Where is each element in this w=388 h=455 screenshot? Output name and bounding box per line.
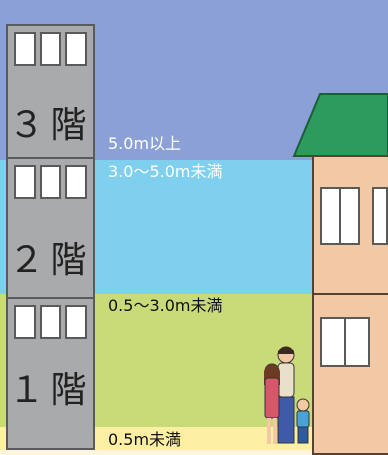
window: [65, 32, 88, 66]
window-row: [14, 32, 88, 66]
window: [14, 32, 36, 66]
window: [39, 32, 62, 66]
floor-3-label: ３階: [8, 105, 93, 146]
building-floor-3: ３階: [6, 24, 95, 157]
family-figures: [264, 346, 310, 444]
window: [39, 305, 62, 339]
window: [14, 305, 36, 339]
house-floor-divider: [312, 293, 388, 295]
window: [39, 165, 62, 199]
level-label-3-to-5m: 3.0～5.0m未満: [108, 162, 223, 181]
building-floor-2: ２階: [6, 157, 95, 297]
house-roof: [292, 93, 388, 157]
level-label-above-5m: 5.0m以上: [108, 134, 182, 153]
house-window-upper-right: [372, 187, 388, 245]
floor-2-label: ２階: [8, 240, 93, 281]
level-label-below-05m: 0.5m未満: [108, 430, 182, 449]
window-row: [14, 305, 88, 339]
house-window-upper: [320, 187, 360, 245]
window: [65, 305, 88, 339]
window: [65, 165, 88, 199]
window: [14, 165, 36, 199]
level-label-05-to-3m: 0.5～3.0m未満: [108, 296, 223, 315]
window-row: [14, 165, 88, 199]
floor-1-label: １階: [8, 370, 93, 411]
building-floor-1: １階: [6, 297, 95, 450]
house-window-lower: [320, 317, 370, 367]
